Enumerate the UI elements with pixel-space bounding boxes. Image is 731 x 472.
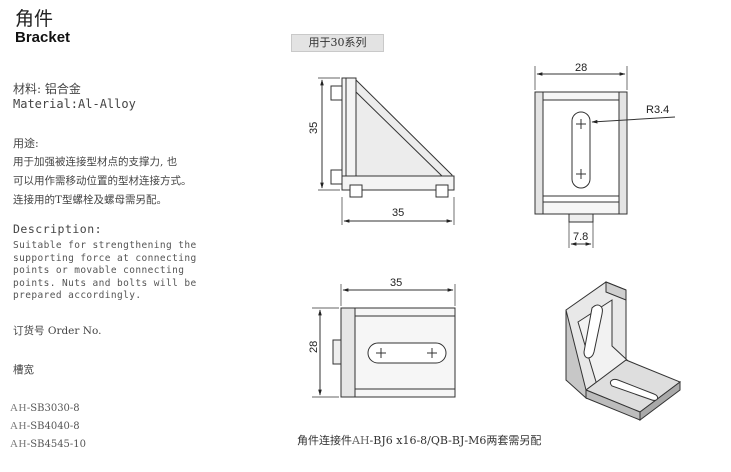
description-line: supporting force at connecting — [13, 252, 197, 264]
description-line: prepared accordingly. — [13, 290, 142, 301]
order-item-prefix: AH — [10, 420, 27, 432]
dim-side-height: 35 — [308, 122, 320, 134]
usage-heading: 用途: — [13, 137, 39, 150]
usage-line: 连接用的T型螺栓及螺母需另配。 — [13, 194, 168, 206]
order-item: AH-SB4040-8 — [10, 420, 80, 432]
series-badge: 用于30系列 — [291, 34, 384, 52]
usage-line: 可以用作需移动位置的型材连接方式。 — [13, 175, 192, 187]
dim-front-tab: 7.8 — [573, 231, 588, 243]
order-item-prefix: AH — [10, 402, 27, 414]
dim-top-height: 28 — [308, 341, 320, 353]
front-view-drawing — [534, 66, 676, 248]
caption-ah: AH — [352, 434, 370, 447]
dim-front-radius: R3.4 — [646, 104, 669, 116]
material-cn: 材料: 铝合金 — [13, 82, 81, 96]
caption-rest: -BJ6 x16-8/QB-BJ-M6两套需另配 — [369, 434, 542, 447]
usage-line: 用于加强被连接型材点的支撑力, 也 — [13, 156, 178, 168]
order-item: AH-SB3030-8 — [10, 402, 80, 414]
order-label: 订货号 Order No. — [13, 325, 102, 337]
side-view-drawing — [318, 77, 455, 225]
slot-width-label: 槽宽 — [13, 364, 34, 376]
description-line: points. Nuts and bolts will be — [13, 277, 197, 289]
top-view-drawing — [312, 284, 456, 398]
dim-side-width: 35 — [392, 207, 404, 219]
bracket-3d-illustration — [565, 281, 682, 421]
order-item-code: -SB4545-10 — [26, 439, 87, 450]
description-line: points or movable connecting — [13, 265, 185, 276]
dim-front-width: 28 — [575, 62, 587, 74]
order-item-code: -SB3030-8 — [26, 403, 80, 414]
description-line: Suitable for strengthening the — [13, 240, 197, 251]
order-item-code: -SB4040-8 — [26, 421, 80, 432]
order-item-prefix: AH — [10, 438, 27, 450]
page-title-en: Bracket — [15, 29, 71, 46]
usage-text: 用于加强被连接型材点的支撑力, 也 可以用作需移动位置的型材连接方式。 连接用的… — [13, 153, 192, 210]
order-item: AH-SB4545-10 — [10, 438, 86, 450]
page-title-cn: 角件 — [15, 8, 54, 30]
dim-top-width: 35 — [390, 277, 402, 289]
description-heading: Description: — [13, 222, 103, 236]
caption-prefix: 角件连接件 — [297, 434, 352, 447]
caption: 角件连接件AH-BJ6 x16-8/QB-BJ-M6两套需另配 — [297, 432, 541, 448]
description-text: Suitable for strengthening the supportin… — [13, 240, 197, 303]
material-en: Material:Al-Alloy — [13, 97, 136, 111]
